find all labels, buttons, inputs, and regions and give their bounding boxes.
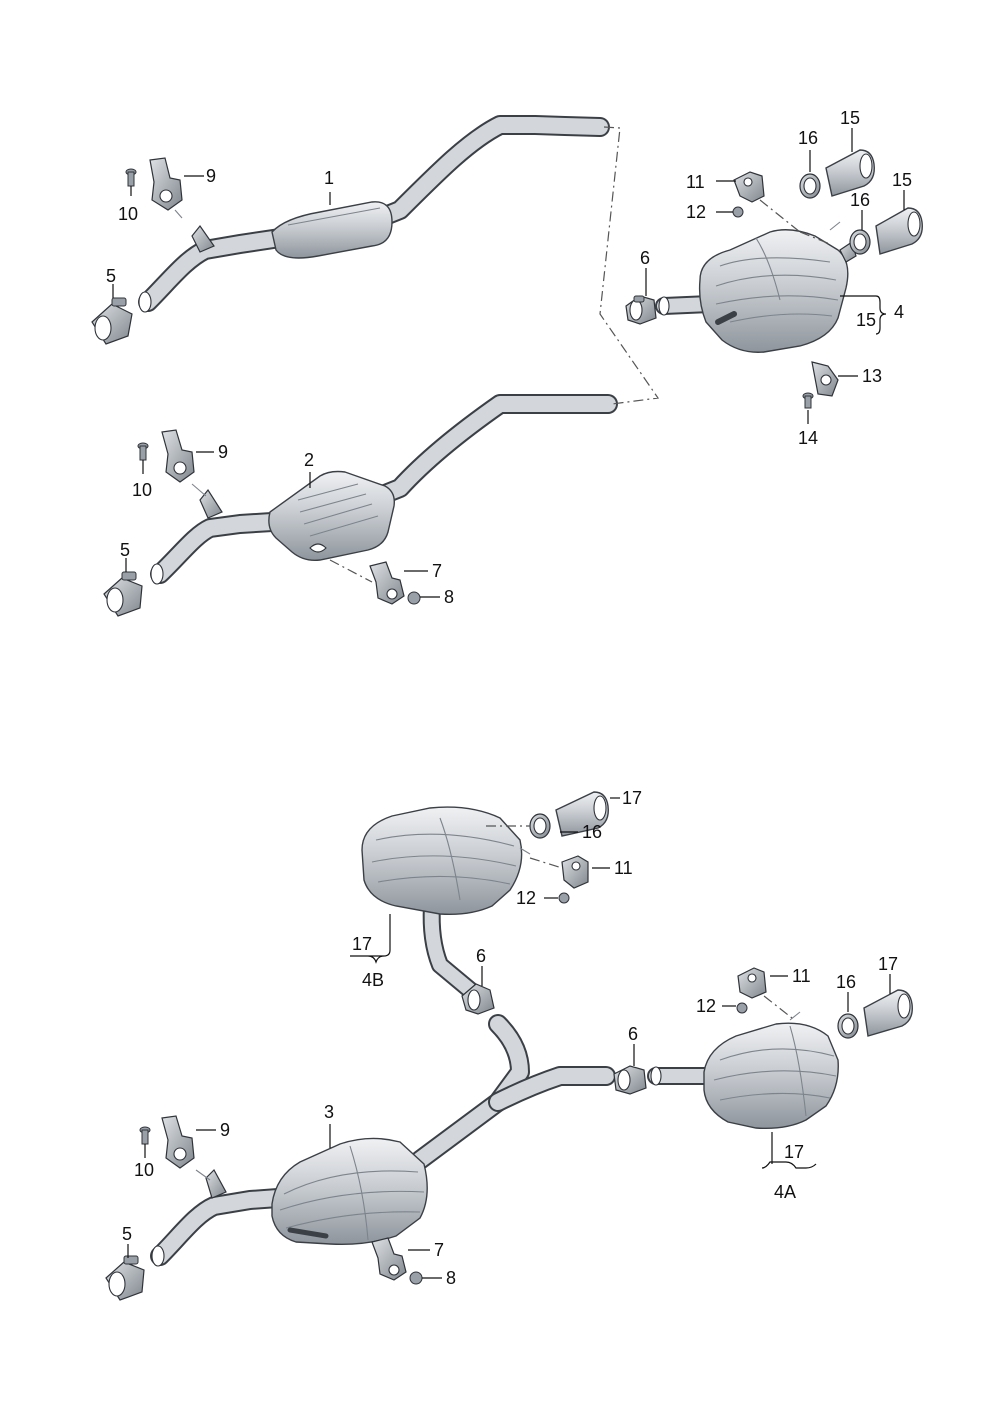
- label-8-bottom: 8: [446, 1268, 456, 1288]
- pipe-clamp-5-bottom: [105, 1255, 145, 1301]
- label-12-bottom-right: 12: [696, 996, 716, 1016]
- label-4a: 4A: [774, 1182, 796, 1202]
- label-9-bottom: 9: [220, 1120, 230, 1140]
- label-6-top: 6: [640, 248, 650, 268]
- label-10-bottom: 10: [134, 1160, 154, 1180]
- label-11-bottom-top: 11: [614, 858, 633, 878]
- bracket-13: [811, 361, 839, 397]
- label-2: 2: [304, 450, 314, 470]
- label-5-top: 5: [106, 266, 116, 286]
- bracket-11-bottom-top: [561, 855, 589, 889]
- label-16-bottom-top: 16: [582, 822, 602, 842]
- rear-silencer-4b: [361, 806, 531, 999]
- hanger-bracket-9-top: [149, 157, 183, 219]
- rear-silencer-4: [655, 221, 857, 353]
- label-6-bottom-left: 6: [476, 946, 486, 966]
- tailpipe-17-right: [863, 989, 913, 1037]
- rear-silencer-4a: [647, 1011, 839, 1130]
- pipe-clamp-5-top: [91, 297, 133, 345]
- bolt-10-mid: [137, 442, 149, 461]
- bracket-11-top: [733, 171, 765, 203]
- label-17-top: 17: [622, 788, 642, 808]
- label-10-top: 10: [118, 204, 138, 224]
- label-9-mid: 9: [218, 442, 228, 462]
- nut-12-bottom-right: [736, 1002, 748, 1014]
- label-6-bottom-right: 6: [628, 1024, 638, 1044]
- center-silencer-3: [150, 1137, 428, 1267]
- label-7-bottom: 7: [434, 1240, 444, 1260]
- front-pipe-assembly-2: [150, 394, 618, 585]
- tailpipe-15-lower: [875, 207, 923, 255]
- nut-8-mid: [407, 591, 421, 605]
- bolt-14: [802, 392, 814, 409]
- label-17-right: 17: [878, 954, 898, 974]
- label-4b: 4B: [362, 970, 384, 990]
- bolt-10-bottom: [139, 1126, 151, 1145]
- label-16-bottom-right: 16: [836, 972, 856, 992]
- tailpipe-17-top: [555, 791, 609, 837]
- pipe-clamp-6-top: [625, 295, 657, 325]
- front-pipe-assembly-1: [138, 115, 610, 313]
- clamp-16-bottom-right: [837, 1013, 859, 1039]
- label-12-top: 12: [686, 202, 706, 222]
- label-15-top-b: 15: [892, 170, 912, 190]
- nut-12-bottom-top: [558, 892, 570, 904]
- label-14: 14: [798, 428, 818, 448]
- part-labels: 1 9 10 5 6 11 12 16 15 16 15 15 4 13 14 …: [106, 108, 912, 1288]
- clamp-16-bottom-top: [529, 813, 551, 839]
- label-10-mid: 10: [132, 480, 152, 500]
- pipe-clamp-5-mid: [103, 571, 143, 617]
- bolt-10-top: [125, 168, 137, 187]
- label-11-bottom-right: 11: [792, 966, 811, 986]
- label-1: 1: [324, 168, 334, 188]
- label-15-top-a: 15: [840, 108, 860, 128]
- label-12-bottom-top: 12: [516, 888, 536, 908]
- label-7-mid: 7: [432, 561, 442, 581]
- tailpipe-15-upper: [825, 149, 875, 197]
- label-8-mid: 8: [444, 587, 454, 607]
- catalytic-converter-1: [271, 201, 393, 259]
- bracket-7-mid: [369, 561, 405, 605]
- pipe-clamp-6-bottom-right: [613, 1065, 647, 1095]
- label-13: 13: [862, 366, 882, 386]
- label-17-4b: 17: [352, 934, 372, 954]
- label-16-top-a: 16: [798, 128, 818, 148]
- pipe-clamp-6-bottom-left: [461, 983, 495, 1015]
- label-3: 3: [324, 1102, 334, 1122]
- label-9-top: 9: [206, 166, 216, 186]
- label-5-mid: 5: [120, 540, 130, 560]
- label-11-top: 11: [686, 172, 705, 192]
- label-15-top-c: 15: [856, 310, 876, 330]
- hanger-bracket-9-mid: [161, 429, 207, 497]
- clamp-16-top-lower: [849, 229, 871, 255]
- label-17-4a: 17: [784, 1142, 804, 1162]
- bracket-11-bottom-right: [737, 967, 767, 999]
- bracket-7-bottom: [371, 1237, 407, 1281]
- label-16-top-b: 16: [850, 190, 870, 210]
- label-5-bottom: 5: [122, 1224, 132, 1244]
- clamp-16-top-upper: [799, 173, 821, 199]
- nut-8-bottom: [409, 1271, 423, 1285]
- label-4: 4: [894, 302, 904, 322]
- leader-lines: [112, 128, 905, 1279]
- nut-12-top: [732, 206, 744, 218]
- y-pipe-bottom: [410, 1014, 616, 1170]
- hanger-bracket-9-bottom: [161, 1115, 211, 1181]
